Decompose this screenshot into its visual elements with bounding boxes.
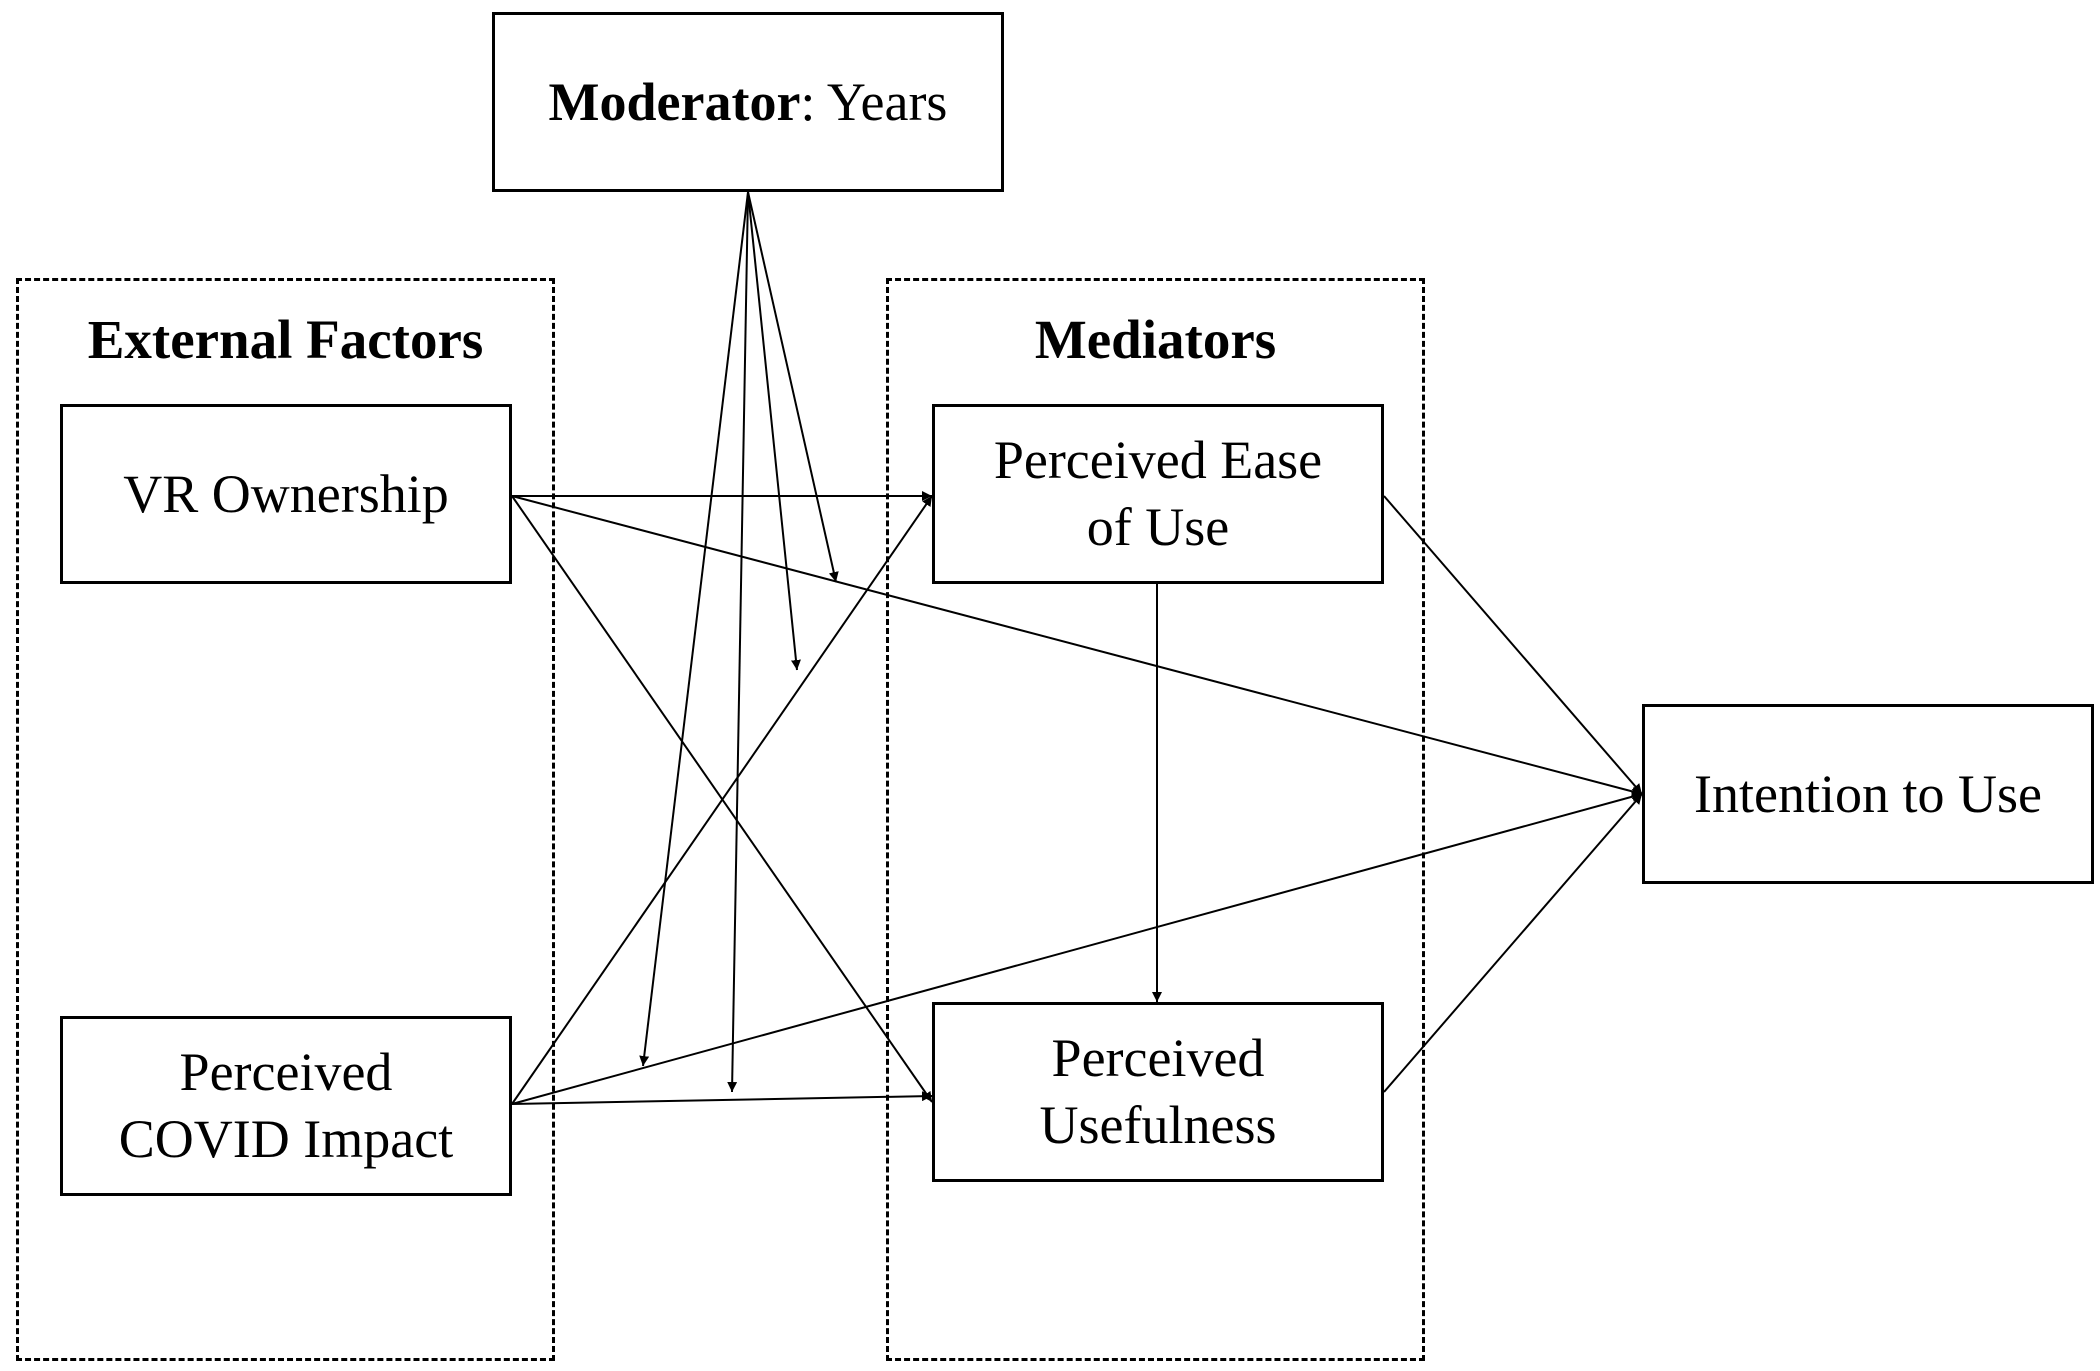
covid-impact-box: Perceived COVID Impact [60,1016,512,1196]
moderator-label: Moderator: Years [549,69,948,136]
covid-impact-label-line-2: COVID Impact [118,1109,454,1169]
usefulness-label-line-1: Perceived [1051,1028,1265,1088]
moderation-arrow-covid-usefulness [727,191,749,1093]
edge-ease-to-intention [1383,495,1643,795]
edge-covid-to-intention [511,791,1643,1105]
intention-to-use-box: Intention to Use [1642,704,2094,884]
edge-vr-to-intention [511,495,1643,797]
ease-of-use-label-line-1: Perceived Ease [993,430,1323,490]
moderator-box: Moderator: Years [492,12,1004,192]
external-factors-title: External Factors [87,309,484,370]
edge-covid-to-usefulness [511,1091,933,1105]
moderation-arrow-vr-ease [747,191,839,583]
ease-of-use-label-line-2: of Use [1086,497,1230,557]
vr-ownership-box: VR Ownership [60,404,512,584]
moderation-arrow-covid-ease [639,191,749,1067]
vr-ownership-label: VR Ownership [123,463,449,524]
intention-to-use-label: Intention to Use [1694,763,2042,824]
mediators-title: Mediators [1034,309,1277,370]
edge-covid-to-ease [511,495,933,1105]
usefulness-box: Perceived Usefulness [932,1002,1384,1182]
moderator-label-rest: : Years [800,71,948,132]
ease-of-use-box: Perceived Ease of Use [932,404,1384,584]
usefulness-label-line-2: Usefulness [1039,1095,1277,1155]
moderator-label-bold: Moderator [548,71,801,132]
mediators-group [886,278,1425,1361]
covid-impact-label-line-1: Perceived [179,1042,393,1102]
moderation-arrow-vr-usefulness [747,191,801,671]
external-factors-group [16,278,555,1361]
edge-usefulness-to-intention [1383,793,1643,1093]
